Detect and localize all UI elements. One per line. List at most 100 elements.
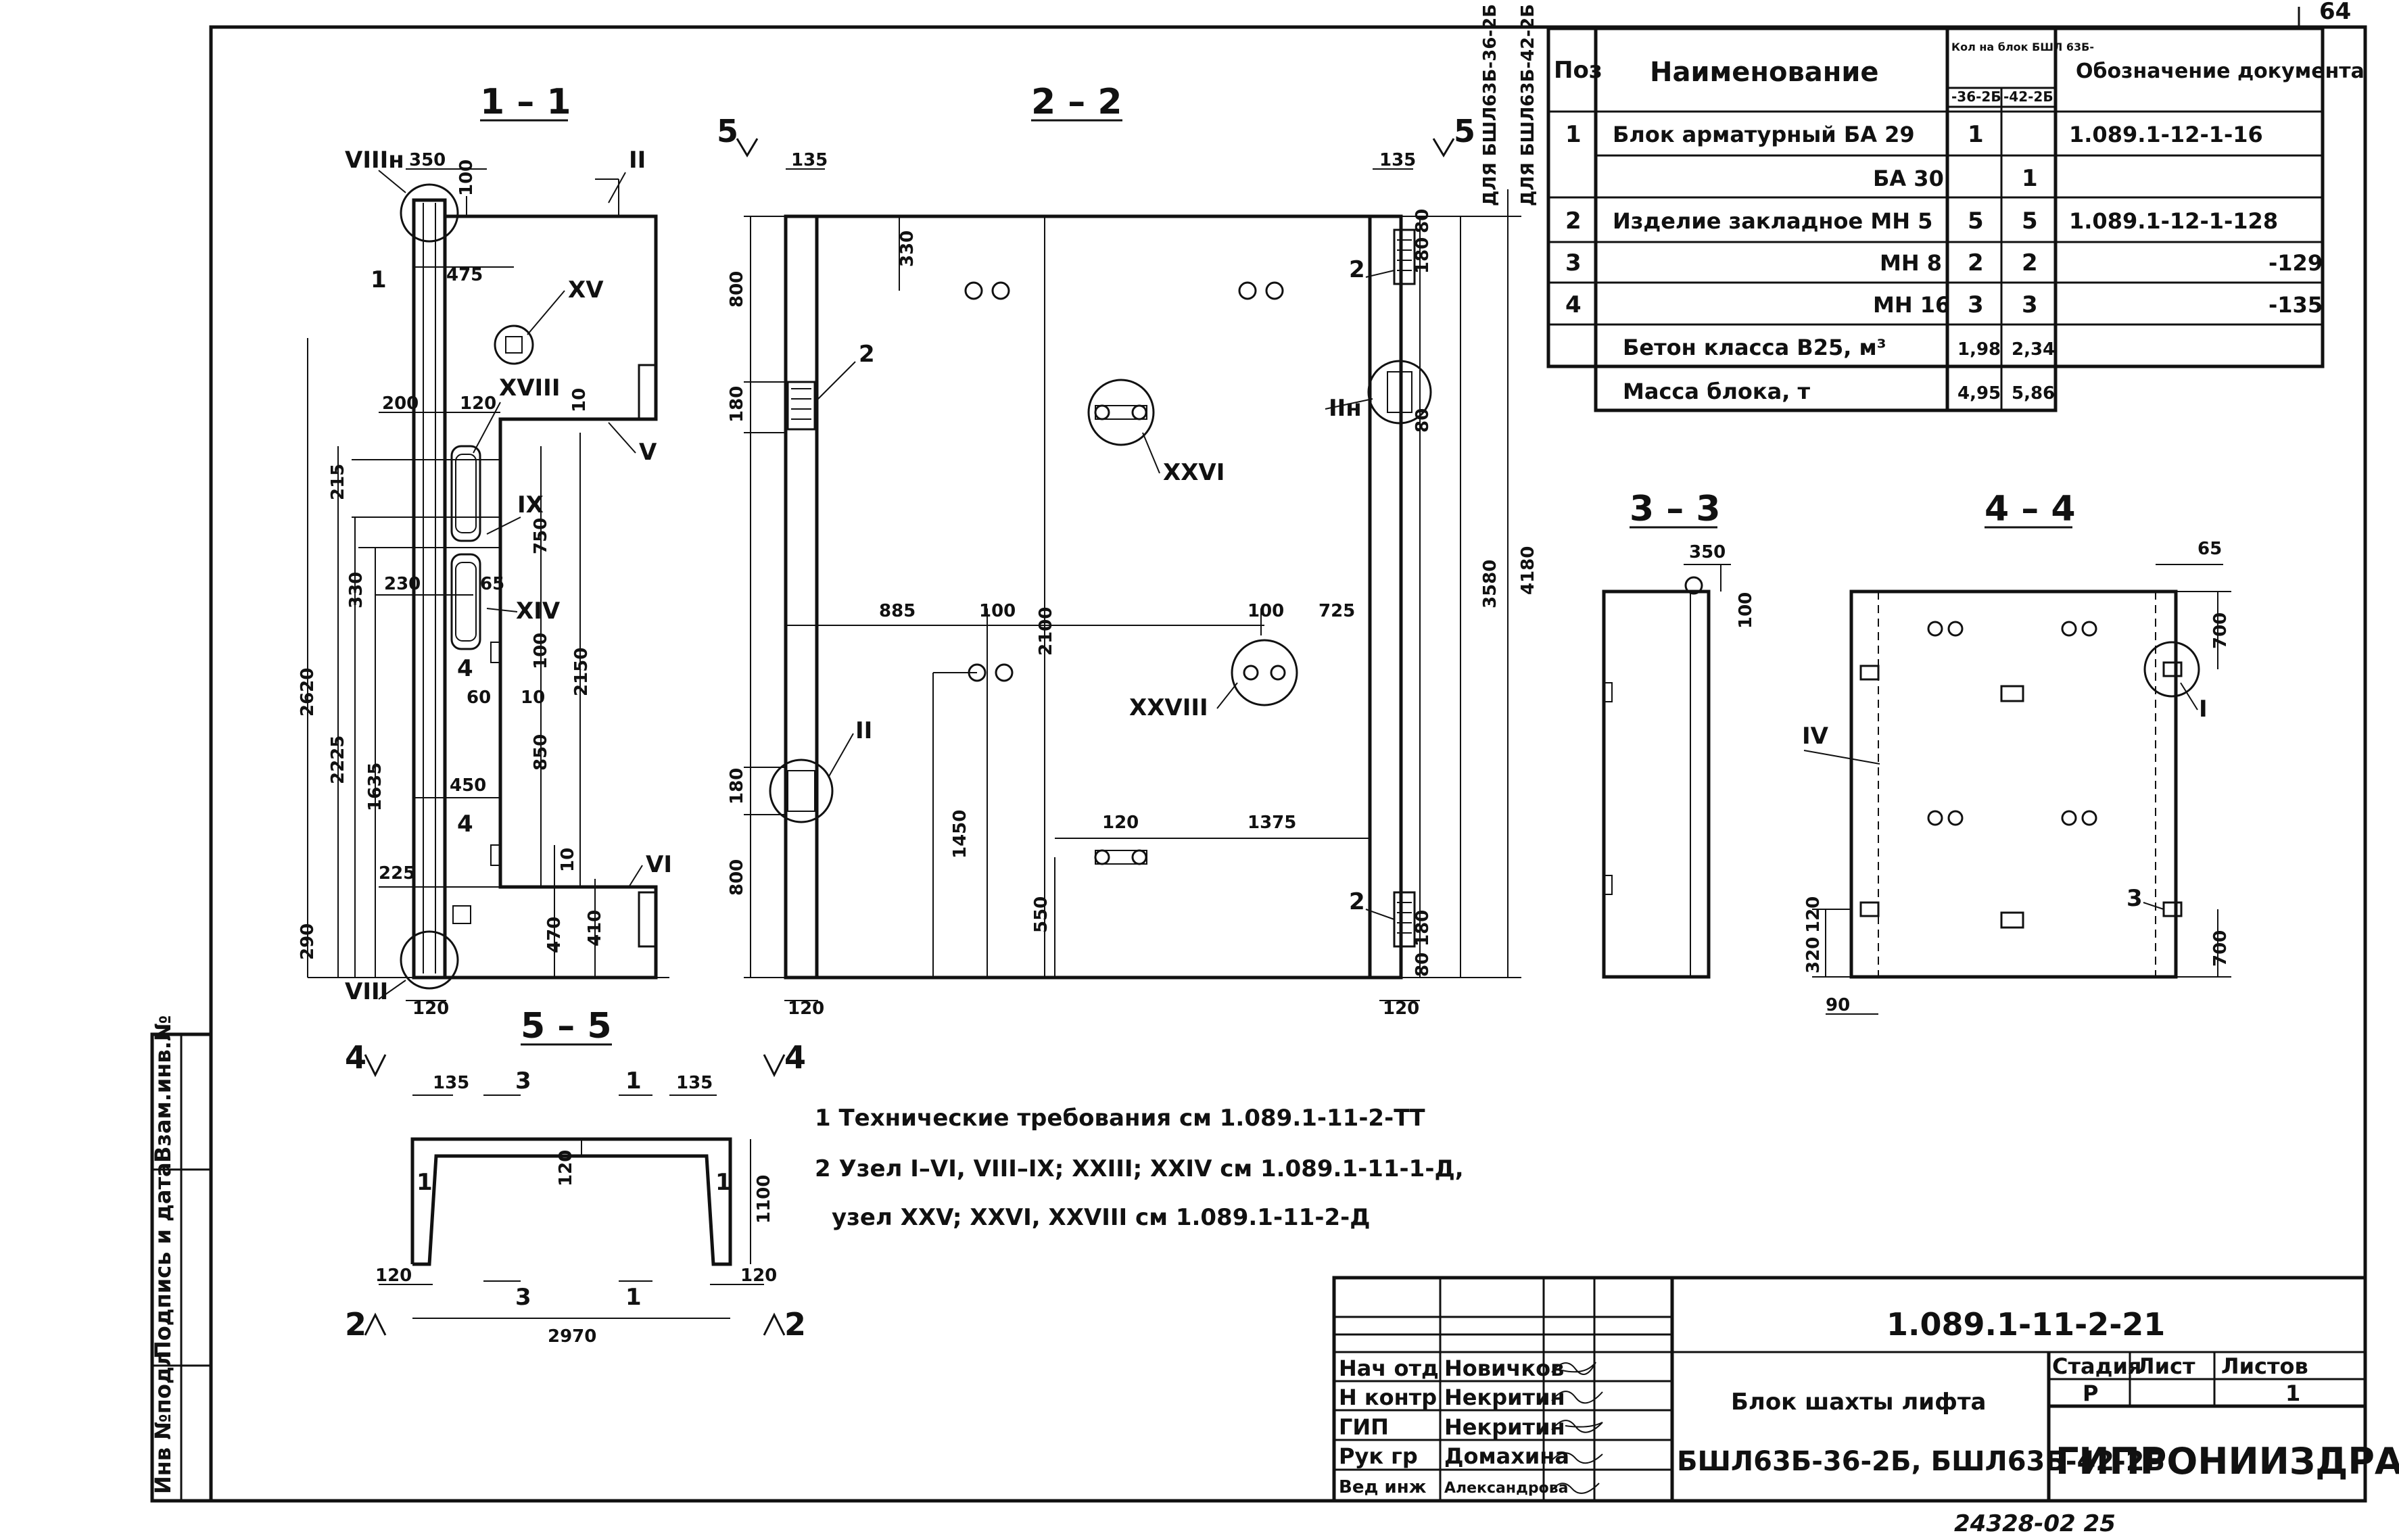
s22-node-XXVIII: XXVIII xyxy=(1129,694,1208,721)
spec-row3-pos: 2 xyxy=(1565,208,1582,235)
spec-row6-name: Бетон класса B25, м³ xyxy=(1623,335,1886,360)
s22-node-XXVI: XXVI xyxy=(1163,459,1225,486)
spec-row1-a: 1 xyxy=(1968,121,1984,148)
spec-row2-name: БА 30 xyxy=(1873,166,1944,191)
s11-pos-1: 1 xyxy=(371,266,387,293)
s11-dim-475: 475 xyxy=(446,265,483,285)
section-title-2-2: 2 – 2 xyxy=(1031,82,1122,122)
s11-dim-100: 100 xyxy=(456,160,477,196)
section-title-5-5: 5 – 5 xyxy=(521,1006,612,1046)
s55-dim-135-left: 135 xyxy=(433,1073,469,1093)
s11-dim-10c: 10 xyxy=(558,848,578,872)
section-title-1-1: 1 – 1 xyxy=(480,82,571,122)
s33-dim-350: 350 xyxy=(1689,542,1726,562)
section-4-4: 4 – 4 xyxy=(1802,489,2231,1015)
s22-dim-1375: 1375 xyxy=(1248,813,1296,833)
margin-vzam-label: Взам.инв.№ xyxy=(150,1015,176,1163)
s22-dim-4180: 4180 xyxy=(1518,546,1538,595)
spec-header-doc: Обозначение документа xyxy=(2076,59,2365,83)
s22-dim-100-right: 100 xyxy=(1248,601,1284,621)
s22-dim-80-mid: 80 xyxy=(1412,408,1433,433)
s11-node-VI: VI xyxy=(646,851,672,878)
spec-row3-b: 5 xyxy=(2022,208,2038,235)
s55-dim-120-right: 120 xyxy=(740,1266,777,1286)
s55-pos-1-right: 1 xyxy=(715,1169,732,1196)
s11-dim-2150: 2150 xyxy=(571,648,592,696)
section-title-3-3: 3 – 3 xyxy=(1630,489,1721,529)
tb-organization: ГИПРОНИИЗДРАВ xyxy=(2056,1440,2399,1483)
s55-dim-120-left: 120 xyxy=(375,1266,412,1286)
s44-dim-700-top: 700 xyxy=(2210,612,2231,649)
spec-row4-name: МН 8 xyxy=(1880,250,1942,276)
cut-mark-4-right: 4 xyxy=(784,1039,806,1076)
s44-node-I: I xyxy=(2199,696,2208,723)
s55-cut-3-top: 3 xyxy=(515,1067,531,1094)
tb-name-5: Александрова xyxy=(1444,1480,1568,1497)
s22-dim-120-mid: 120 xyxy=(1102,813,1139,833)
tb-role-1: Нач отд xyxy=(1339,1355,1439,1381)
s11-dim-1635: 1635 xyxy=(365,763,385,811)
notes: 1 Технические требования см 1.089.1-11-2… xyxy=(815,1105,1464,1231)
margin-inv-label: Инв №подл xyxy=(150,1351,176,1494)
s11-dim-10b: 10 xyxy=(521,688,545,708)
s44-node-IV: IV xyxy=(1802,723,1829,750)
spec-row6-a: 1,98 xyxy=(1957,339,2001,360)
margin-sign-label: Подпись и дата xyxy=(150,1162,176,1359)
s22-pos-2-low: 2 xyxy=(1349,888,1365,915)
s22-dim-180-left: 180 xyxy=(727,386,747,423)
s22-dim-330: 330 xyxy=(897,231,918,267)
s22-dim-120-left: 120 xyxy=(788,998,824,1019)
s11-dim-750: 750 xyxy=(531,518,551,554)
s22-side-label-a: ДЛЯ БШЛ63Б-36-2Б xyxy=(1480,4,1500,206)
spec-row5-name: МН 16 xyxy=(1873,292,1950,318)
s11-node-VIIIн: VIIIн xyxy=(345,147,404,174)
tb-stage: Р xyxy=(2083,1380,2098,1406)
s22-dim-120-right: 120 xyxy=(1383,998,1419,1019)
s11-node-IX: IX xyxy=(517,491,544,519)
tb-sheets-header: Листов xyxy=(2221,1353,2308,1379)
spec-header-qty-a: -36-2Б xyxy=(1951,89,2001,105)
section-1-1: 1 – 1 xyxy=(298,82,672,1019)
spec-row1-pos: 1 xyxy=(1565,121,1582,148)
spec-row1-doc: 1.089.1-12-1-16 xyxy=(2069,122,2263,147)
s22-dim-885: 885 xyxy=(879,601,916,621)
section-title-4-4: 4 – 4 xyxy=(1985,489,2076,529)
tb-name-1: Новичков xyxy=(1444,1355,1564,1381)
tb-document-code: 1.089.1-11-2-21 xyxy=(1886,1306,2165,1343)
spec-row3-a: 5 xyxy=(1968,208,1984,235)
s44-dim-65: 65 xyxy=(2198,539,2222,559)
s22-dim-725: 725 xyxy=(1319,601,1355,621)
spec-row5-b: 3 xyxy=(2022,291,2038,318)
spec-header-pos: Поз xyxy=(1554,57,1602,84)
s11-dim-850: 850 xyxy=(531,734,551,771)
s22-dim-800-top: 800 xyxy=(727,271,747,308)
spec-header-name: Наименование xyxy=(1650,57,1879,88)
tb-role-5: Вед инж xyxy=(1339,1477,1427,1497)
section-2-2: 2 – 2 5 5 xyxy=(717,4,1538,1019)
cut-mark-2-right: 2 xyxy=(784,1306,806,1343)
spec-header-qty: Кол на блок БШЛ 63Б- xyxy=(1951,41,2094,53)
spec-table: Поз Наименование Кол на блок БШЛ 63Б- -3… xyxy=(1546,26,2365,412)
spec-row2-b: 1 xyxy=(2022,165,2038,192)
s22-dim-180-top: 180 xyxy=(1412,237,1433,274)
s11-dim-470: 470 xyxy=(544,917,565,953)
tb-signatures xyxy=(1551,1362,1603,1494)
s55-pos-1-left: 1 xyxy=(417,1169,433,1196)
s55-dim-1100: 1100 xyxy=(754,1175,774,1224)
s11-dim-450: 450 xyxy=(450,775,486,796)
s11-dim-350: 350 xyxy=(409,150,446,170)
s44-pos-3: 3 xyxy=(2127,885,2143,912)
s11-pos-4b: 4 xyxy=(457,655,473,682)
left-margin-strip: Инв №подл Подпись и дата Взам.инв.№ xyxy=(150,1015,213,1503)
spec-row5-a: 3 xyxy=(1968,291,1984,318)
s11-dim-215: 215 xyxy=(328,464,348,500)
tb-sheets: 1 xyxy=(2285,1380,2300,1406)
s33-dim-100: 100 xyxy=(1736,592,1756,629)
s11-dim-120: 120 xyxy=(460,393,496,414)
spec-header-qty-b: -42-2Б xyxy=(2003,89,2053,105)
s11-node-XV: XV xyxy=(568,276,604,304)
s44-dim-90: 90 xyxy=(1826,995,1850,1015)
tb-name-4: Домахина xyxy=(1444,1443,1569,1469)
spec-row7-b: 5,86 xyxy=(2012,383,2055,404)
